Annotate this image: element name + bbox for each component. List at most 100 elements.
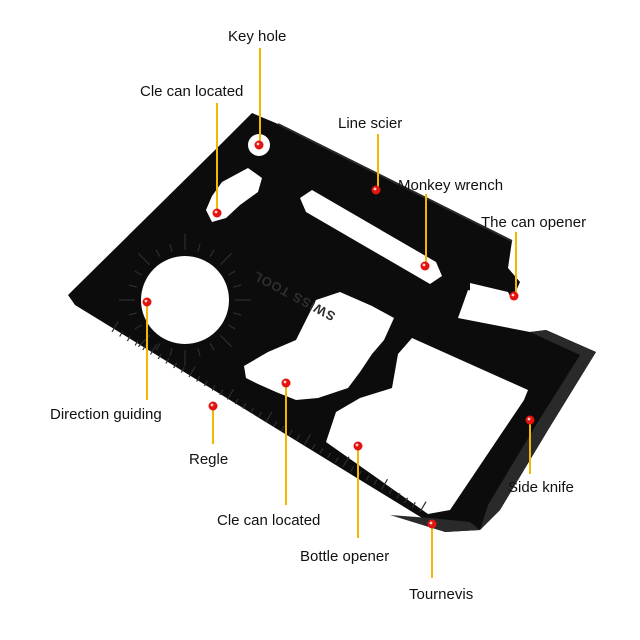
ruler-tick: [203, 380, 208, 387]
ruler-tick: [342, 456, 350, 468]
callout-label: Monkey wrench: [398, 177, 503, 194]
compass-tick: [128, 312, 137, 316]
ruler-tick: [319, 448, 324, 454]
callout-label: Direction guiding: [50, 406, 162, 423]
callout-label: The can opener: [481, 214, 586, 231]
callout-label: Cle can located: [140, 83, 243, 100]
compass-tick: [169, 243, 173, 252]
ruler-tick: [350, 466, 355, 472]
callout-key-hole: Key hole: [228, 28, 286, 150]
ruler-tick: [211, 385, 216, 391]
compass-tick: [137, 252, 151, 266]
ruler-tick: [311, 443, 316, 450]
compass-ticks: [119, 234, 251, 366]
callout-cle-can-located-top: Cle can located: [140, 83, 243, 218]
ruler-tick: [288, 430, 293, 436]
direction-circle: [141, 256, 229, 344]
compass-tick: [219, 252, 233, 266]
marker-dot: [142, 297, 152, 307]
callout-line-scier: Line scier: [338, 115, 402, 195]
ruler-tick: [303, 433, 312, 445]
marker-dot-core: [373, 187, 377, 191]
compass-tick: [155, 343, 161, 351]
ruler-tick: [296, 434, 301, 441]
marker-dot-core: [144, 299, 148, 303]
upper-wrench-slot: [206, 168, 262, 222]
callout-label: Side knife: [508, 479, 574, 496]
ruler-tick: [334, 457, 339, 463]
compass-tick: [233, 284, 242, 288]
marker-dot-core: [355, 443, 359, 447]
compass-tick: [197, 243, 201, 252]
compass-tick: [128, 284, 137, 288]
marker-dot-core: [527, 417, 531, 421]
compass-tick: [197, 348, 201, 357]
ruler-tick: [111, 321, 119, 333]
marker-dot-core: [511, 293, 515, 297]
compass-tick: [134, 324, 142, 330]
callout-bottle-opener: Bottle opener: [300, 441, 389, 565]
can-opener-notch: [470, 283, 512, 300]
lower-window-cutout: [326, 338, 528, 514]
marker-dot: [353, 441, 363, 451]
ruler-tick: [273, 421, 278, 427]
marker-dot: [509, 291, 519, 301]
ruler-tick: [196, 376, 201, 382]
ruler-tick: [173, 362, 178, 369]
bottle-opener-cutout: [244, 292, 394, 400]
ruler-tick: [280, 425, 285, 432]
ruler-tick: [396, 493, 401, 499]
ruler-tick: [411, 502, 416, 508]
callout-monkey-wrench: Monkey wrench: [398, 177, 503, 271]
ruler-tick: [250, 407, 255, 414]
ruler-tick: [373, 479, 378, 486]
callout-direction-guiding: Direction guiding: [50, 297, 162, 423]
ruler-tick: [180, 367, 185, 373]
callout-cle-can-located-bottom: Cle can located: [217, 378, 320, 529]
marker-dot: [427, 519, 437, 529]
callout-side-knife: Side knife: [508, 415, 574, 496]
side-knife-edge: [480, 330, 596, 530]
callout-label: Line scier: [338, 115, 402, 132]
ruler-tick: [188, 366, 196, 378]
ruler-tick: [242, 403, 247, 409]
marker-dot-core: [422, 263, 426, 267]
ruler-tick: [380, 478, 389, 490]
marker-dot: [525, 415, 535, 425]
ruler-tick: [419, 501, 427, 513]
ruler-tick: [119, 331, 124, 337]
marker-dot: [254, 140, 264, 150]
ruler-tick: [327, 452, 332, 459]
callout-label: Key hole: [228, 28, 286, 45]
marker-dot-core: [256, 142, 260, 146]
compass-tick: [209, 343, 215, 351]
marker-dot-core: [429, 521, 433, 525]
compass-tick: [209, 249, 215, 257]
callout-tournevis: Tournevis: [409, 519, 473, 603]
callout-regle: Regle: [189, 401, 228, 468]
ruler-tick: [126, 335, 131, 342]
ruler-tick: [142, 344, 147, 351]
compass-tick: [155, 249, 161, 257]
compass-tick: [219, 334, 233, 348]
ruler-tick: [365, 475, 370, 481]
long-slot: [300, 190, 442, 284]
compass-tick: [228, 324, 236, 330]
compass-tick: [169, 348, 173, 357]
callout-label: Tournevis: [409, 586, 473, 603]
ruler-tick: [149, 343, 158, 355]
ruler-tick: [219, 389, 224, 396]
marker-dot-core: [283, 380, 287, 384]
callout-label: Bottle opener: [300, 548, 389, 565]
ruler-tick: [157, 353, 162, 360]
ruler-tick: [404, 497, 409, 504]
callouts: Key hole Cle can located Line scier Monk…: [50, 28, 586, 603]
callout-can-opener: The can opener: [481, 214, 586, 301]
saw-edge-highlight: [277, 123, 513, 242]
ruler-tick: [388, 488, 393, 495]
marker-dot-core: [210, 403, 214, 407]
marker-dot: [208, 401, 218, 411]
ruler-tick: [257, 412, 262, 418]
marker-dot: [281, 378, 291, 388]
callout-label: Regle: [189, 451, 228, 468]
